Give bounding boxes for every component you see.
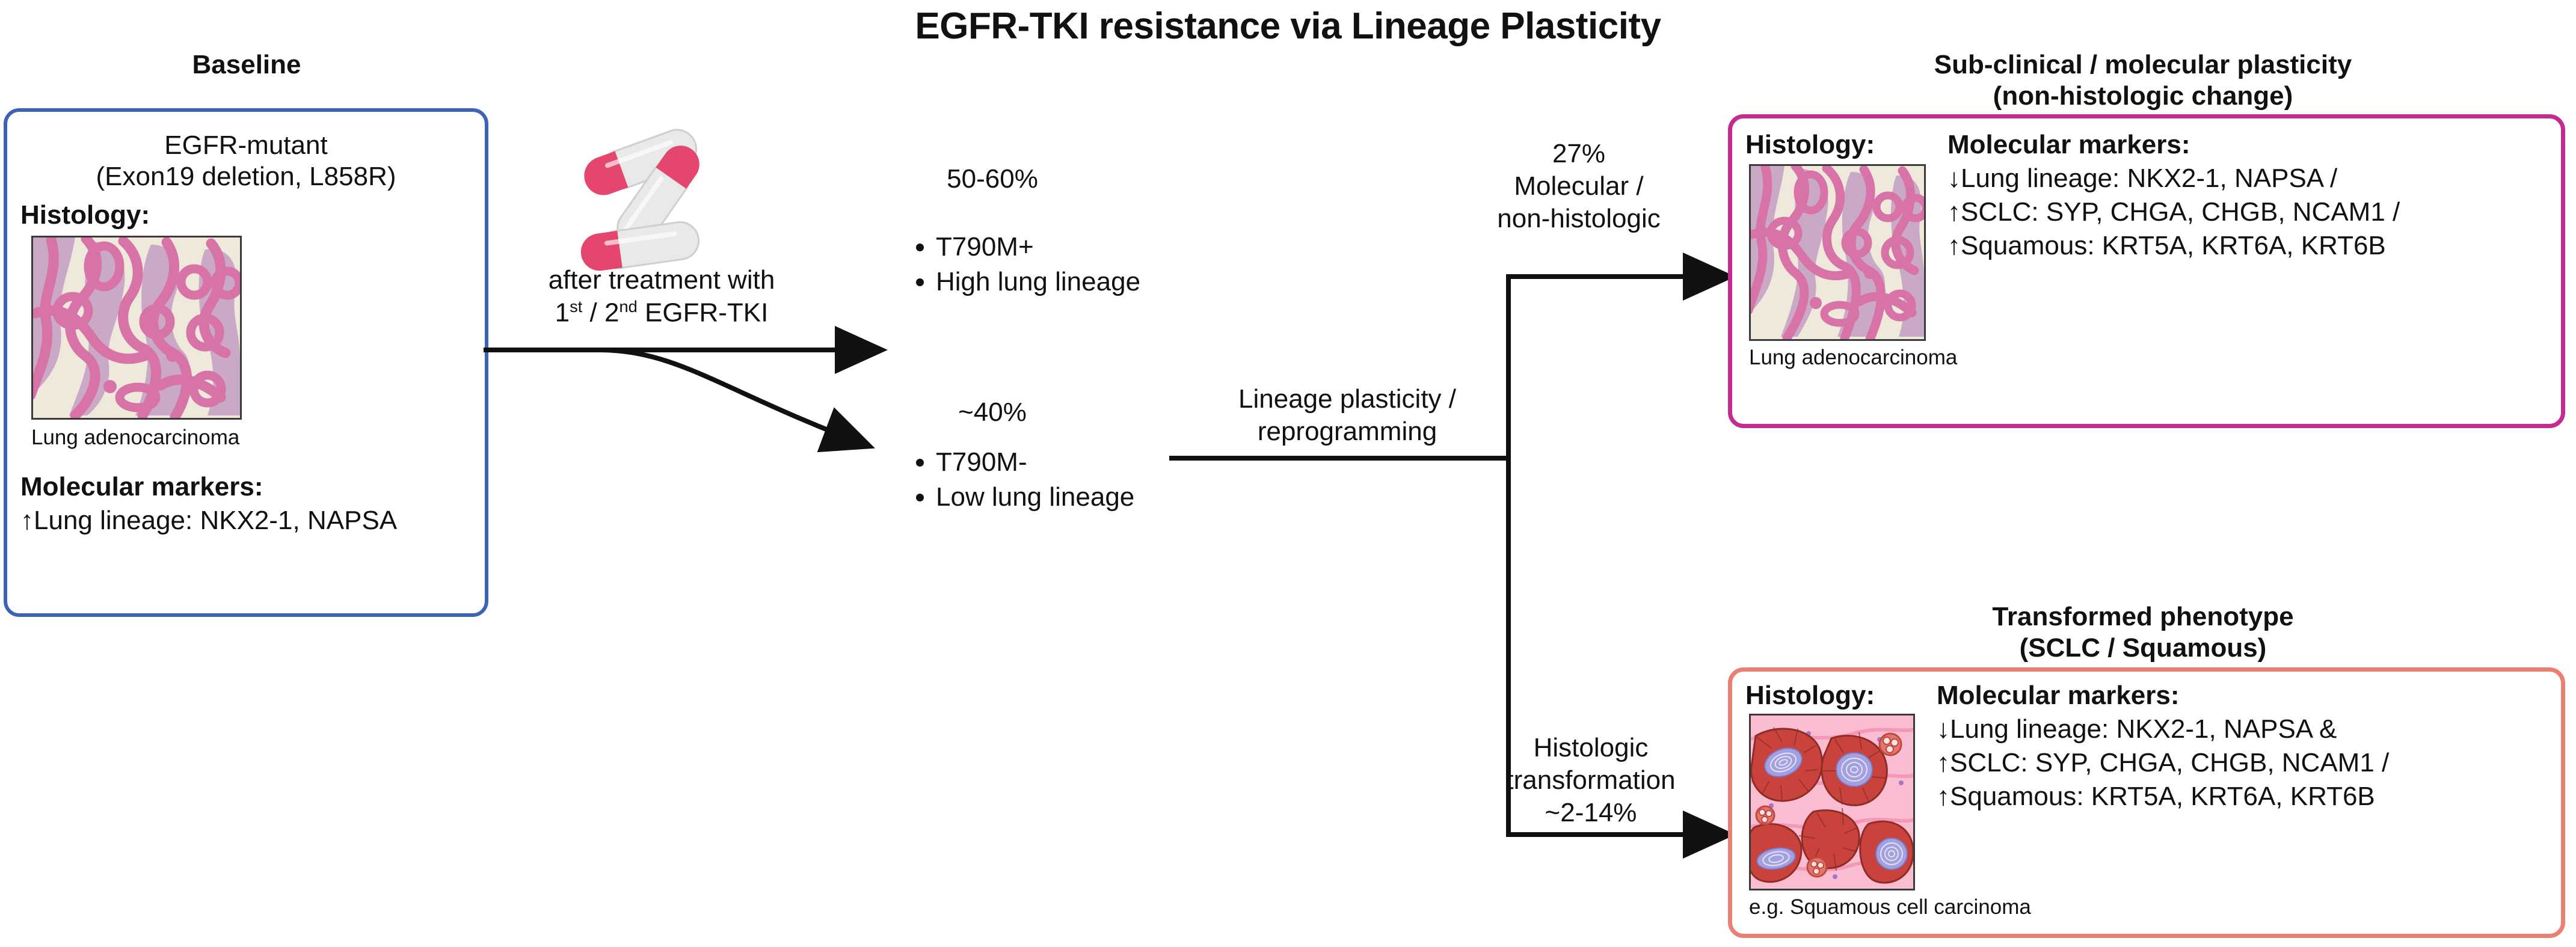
list-item: T790M- bbox=[936, 445, 1309, 480]
histologic-arrow-line2: transformation bbox=[1506, 765, 1676, 795]
baseline-markers-label: Molecular markers: bbox=[20, 472, 263, 501]
subclinical-box: Histology: bbox=[1728, 114, 2565, 428]
baseline-genotype-line2: (Exon19 deletion, L858R) bbox=[96, 162, 396, 191]
baseline-box: EGFR-mutant (Exon19 deletion, L858R) His… bbox=[4, 108, 488, 617]
subclinical-histology-caption: Lung adenocarcinoma bbox=[1749, 346, 1958, 369]
treatment-line1: after treatment with bbox=[548, 265, 775, 295]
subclinical-histology-image bbox=[1749, 164, 1926, 341]
treatment-split-arrows bbox=[484, 326, 888, 453]
baseline-histology-image bbox=[31, 236, 242, 420]
treatment-sup-nd: nd bbox=[619, 297, 638, 316]
subclinical-marker-2: ↑SCLC: SYP, CHGA, CHGB, NCAM1 / bbox=[1947, 197, 2400, 227]
plasticity-label-line2: reprogramming bbox=[1257, 417, 1437, 446]
histologic-arrow-line1: Histologic bbox=[1533, 733, 1649, 762]
transformed-histology-caption: e.g. Squamous cell carcinoma bbox=[1749, 895, 2031, 919]
list-item: Low lung lineage bbox=[936, 480, 1309, 515]
baseline-histology-caption: Lung adenocarcinoma bbox=[31, 426, 240, 449]
subclinical-marker-1: ↓Lung lineage: NKX2-1, NAPSA / bbox=[1947, 164, 2338, 193]
transformed-histology-image bbox=[1749, 714, 1915, 890]
treatment-sup-st: st bbox=[570, 297, 583, 316]
molecular-arrow-percent: 27% bbox=[1552, 139, 1606, 168]
subclinical-marker-3: ↑Squamous: KRT5A, KRT6A, KRT6B bbox=[1947, 231, 2386, 260]
transformed-histology-label: Histology: bbox=[1745, 681, 1875, 710]
baseline-histology-label: Histology: bbox=[20, 200, 150, 230]
list-item: High lung lineage bbox=[936, 265, 1309, 299]
plasticity-label-line1: Lineage plasticity / bbox=[1238, 384, 1456, 414]
treatment-sep: / 2 bbox=[582, 298, 619, 328]
transformed-marker-2: ↑SCLC: SYP, CHGA, CHGB, NCAM1 / bbox=[1937, 748, 2390, 777]
branch-top-bullets: T790M+ High lung lineage bbox=[908, 230, 1309, 299]
figure-title: EGFR-TKI resistance via Lineage Plastici… bbox=[915, 5, 1661, 47]
transformed-box: Histology: bbox=[1728, 667, 2565, 938]
treatment-drug: EGFR-TKI bbox=[637, 298, 769, 328]
molecular-arrow-line1: Molecular / bbox=[1514, 171, 1644, 201]
transformed-marker-1: ↓Lung lineage: NKX2-1, NAPSA & bbox=[1937, 714, 2337, 744]
transformed-markers-label: Molecular markers: bbox=[1937, 681, 2180, 710]
branch-bottom-bullets: T790M- Low lung lineage bbox=[908, 445, 1309, 515]
molecular-arrow-line2: non-histologic bbox=[1497, 204, 1661, 233]
transformed-marker-3: ↑Squamous: KRT5A, KRT6A, KRT6B bbox=[1937, 782, 2375, 811]
plasticity-connector bbox=[1169, 253, 1736, 859]
baseline-genotype-line1: EGFR-mutant bbox=[164, 130, 328, 160]
branch-bottom-percent: ~40% bbox=[958, 397, 1027, 427]
subclinical-header-line2: (non-histologic change) bbox=[1993, 81, 2293, 111]
list-item: T790M+ bbox=[936, 230, 1309, 265]
subclinical-histology-label: Histology: bbox=[1745, 130, 1875, 159]
baseline-marker-1: ↑Lung lineage: NKX2-1, NAPSA bbox=[20, 506, 398, 535]
histologic-arrow-percent: ~2-14% bbox=[1545, 798, 1637, 827]
pill-icon bbox=[577, 126, 728, 277]
branch-top-percent: 50-60% bbox=[947, 164, 1038, 194]
baseline-header: Baseline bbox=[192, 50, 301, 79]
transformed-header-line1: Transformed phenotype bbox=[1992, 602, 2294, 631]
treatment-ordinal-1: 1 bbox=[555, 298, 570, 328]
subclinical-markers-label: Molecular markers: bbox=[1947, 130, 2190, 159]
transformed-header-line2: (SCLC / Squamous) bbox=[2019, 633, 2267, 663]
subclinical-header-line1: Sub-clinical / molecular plasticity bbox=[1934, 50, 2352, 79]
treatment-line2: 1st / 2nd EGFR-TKI bbox=[517, 297, 806, 329]
